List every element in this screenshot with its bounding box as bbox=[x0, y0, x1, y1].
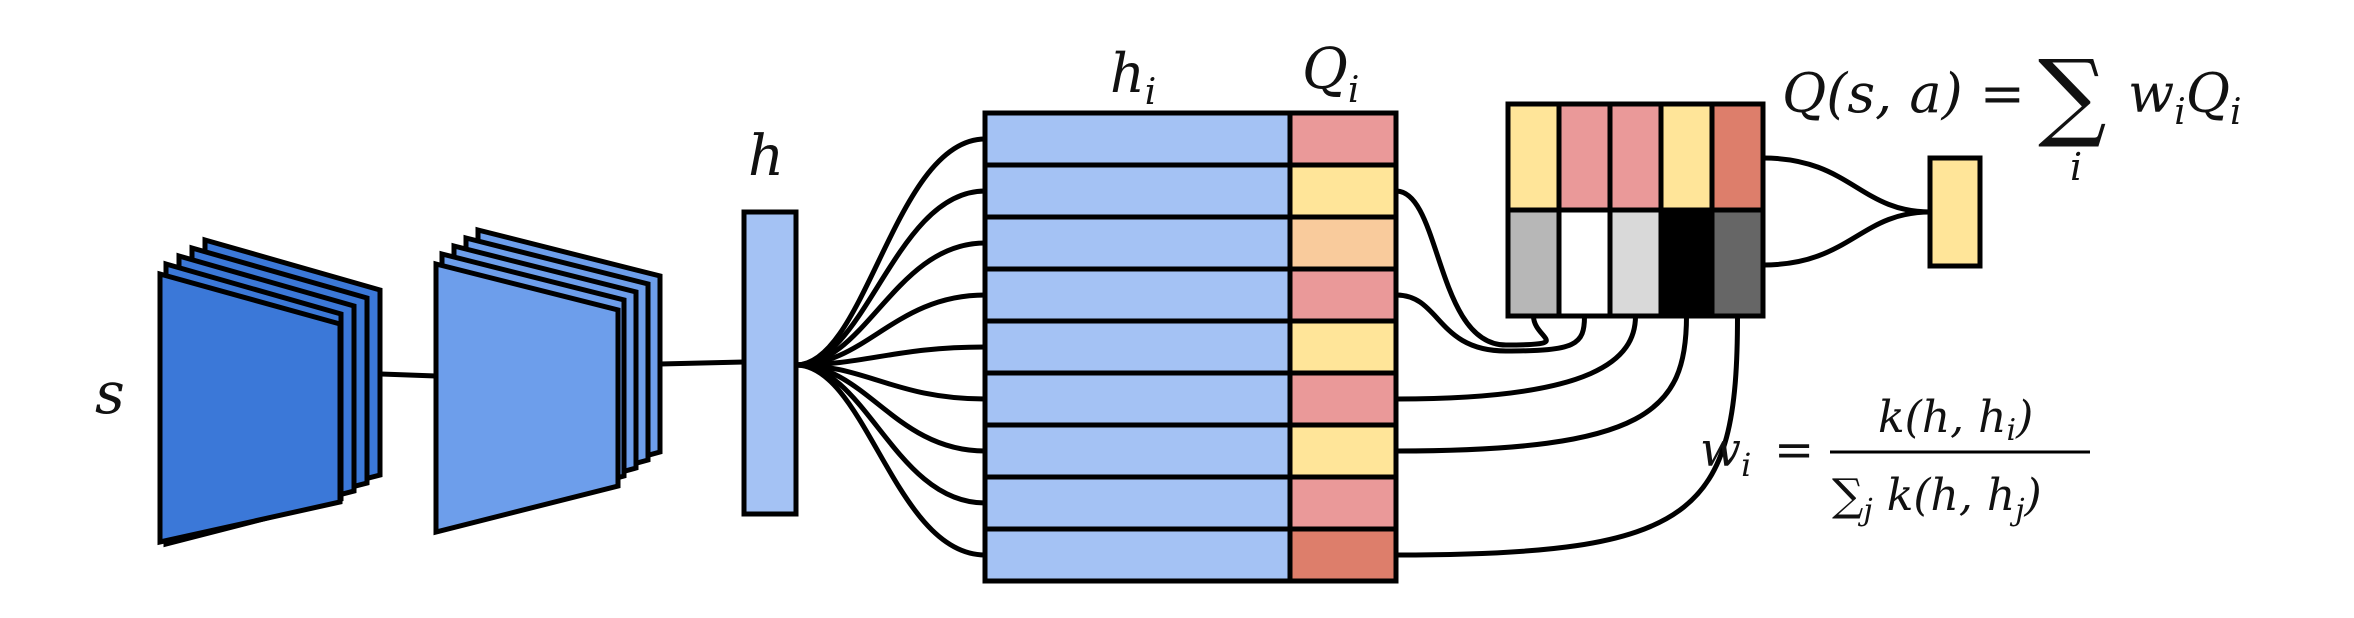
w-formula-numerator-main: k(h, h bbox=[1878, 392, 2006, 443]
weight-cell bbox=[1505, 207, 1562, 319]
memory-key-cell bbox=[982, 318, 1293, 376]
memory-q-cell bbox=[1287, 162, 1399, 220]
memory-q-cell bbox=[1287, 422, 1399, 480]
label-h-i-sub: i bbox=[1145, 72, 1157, 113]
memory-key-cell bbox=[982, 162, 1293, 220]
conv2-to-h-edge bbox=[659, 359, 745, 367]
embedding-h bbox=[741, 209, 799, 517]
selected-q-cell bbox=[1505, 101, 1562, 213]
q-to-weight-edge bbox=[1395, 315, 1740, 558]
q-to-weight-edge bbox=[1395, 315, 1689, 454]
memory-q-cell bbox=[1287, 214, 1399, 272]
w-formula-denominator-sigma: ∑ bbox=[1832, 470, 1863, 521]
w-formula-numerator-close: ) bbox=[2015, 392, 2033, 443]
label-Q-i-base: Q bbox=[1302, 37, 1348, 102]
w-formula-denominator: ∑j k(h, hj) bbox=[1832, 470, 2042, 528]
weight-cell bbox=[1607, 207, 1664, 319]
w-formula-lhs-sub: i bbox=[1741, 446, 1751, 484]
conv2-feature-map-front bbox=[433, 260, 621, 536]
selected-neighbours bbox=[1505, 101, 1766, 319]
weight-cell bbox=[1709, 207, 1766, 319]
conv-connections bbox=[379, 359, 745, 379]
q-formula-sigma-index: i bbox=[2070, 145, 2082, 189]
memory-q-cell bbox=[1287, 318, 1399, 376]
h-to-key-edge bbox=[795, 362, 986, 558]
w-row-to-output-edge bbox=[1762, 209, 1931, 268]
label-Q-i-sub: i bbox=[1348, 70, 1360, 111]
conv1-to-conv2-edge bbox=[379, 371, 437, 379]
memory-key-cell bbox=[982, 266, 1293, 324]
weight-cell bbox=[1556, 207, 1613, 319]
memory-q-cell bbox=[1287, 526, 1399, 584]
w-formula-denominator-close: ) bbox=[2024, 470, 2042, 521]
selected-q-cell bbox=[1658, 101, 1715, 213]
q-formula-sigma: ∑ bbox=[2038, 39, 2107, 151]
grid-to-output-edges bbox=[1762, 155, 1931, 268]
w-formula-lhs-base: w bbox=[1700, 422, 1741, 478]
selected-q-cell bbox=[1556, 101, 1613, 213]
w-formula-eq: = bbox=[1774, 422, 1814, 478]
label-s: s bbox=[95, 359, 125, 427]
memory-key-cell bbox=[982, 214, 1293, 272]
w-formula-lhs: wi bbox=[1700, 422, 1751, 484]
memory-key-cell bbox=[982, 110, 1293, 168]
w-formula-numerator-sub: i bbox=[2006, 413, 2016, 448]
selected-q-cell bbox=[1607, 101, 1664, 213]
conv-stack-1 bbox=[157, 236, 383, 548]
memory-key-cell bbox=[982, 422, 1293, 480]
q-to-weight-edge bbox=[1395, 315, 1638, 402]
label-h-i-base: h bbox=[1110, 42, 1145, 105]
memory-to-weight-edges bbox=[1395, 188, 1740, 558]
memory-q-cell bbox=[1287, 266, 1399, 324]
q-formula-Q-sub: i bbox=[2230, 92, 2242, 133]
selected-q-cell bbox=[1709, 101, 1766, 213]
memory-key-cell bbox=[982, 370, 1293, 428]
q-to-weight-edge bbox=[1395, 188, 1549, 348]
h-to-memory-edges bbox=[795, 136, 986, 558]
conv-stack-2 bbox=[433, 226, 663, 536]
memory-q-cell bbox=[1287, 110, 1399, 168]
label-h-i: hi bbox=[1110, 42, 1156, 113]
label-Q-i: Qi bbox=[1302, 37, 1359, 111]
q-formula-w: w bbox=[2128, 62, 2174, 125]
weight-cell bbox=[1658, 207, 1715, 319]
w-formula-denominator-rest: k(h, h bbox=[1873, 470, 2015, 521]
w-formula-numerator: k(h, hi) bbox=[1878, 392, 2033, 448]
h-to-key-edge bbox=[795, 136, 986, 368]
q-formula-rhs: wiQi bbox=[2128, 62, 2242, 133]
conv1-feature-map-front bbox=[157, 270, 343, 546]
q-formula-Q: Q bbox=[2186, 62, 2230, 125]
q-to-weight-edge bbox=[1395, 292, 1587, 354]
memory-q-cell bbox=[1287, 474, 1399, 532]
memory-key-cell bbox=[982, 526, 1293, 584]
h-to-key-edge bbox=[795, 188, 986, 368]
memory-q-cell bbox=[1287, 370, 1399, 428]
q-formula-w-sub: i bbox=[2174, 92, 2186, 133]
q-row-to-output-edge bbox=[1762, 155, 1931, 215]
q-formula-lhs: Q(s, a) = bbox=[1782, 62, 2025, 125]
memory-key-cell bbox=[982, 474, 1293, 532]
differentiable-neural-dictionary bbox=[982, 110, 1399, 584]
label-h: h bbox=[748, 124, 784, 189]
output-q-value bbox=[1927, 155, 1983, 269]
